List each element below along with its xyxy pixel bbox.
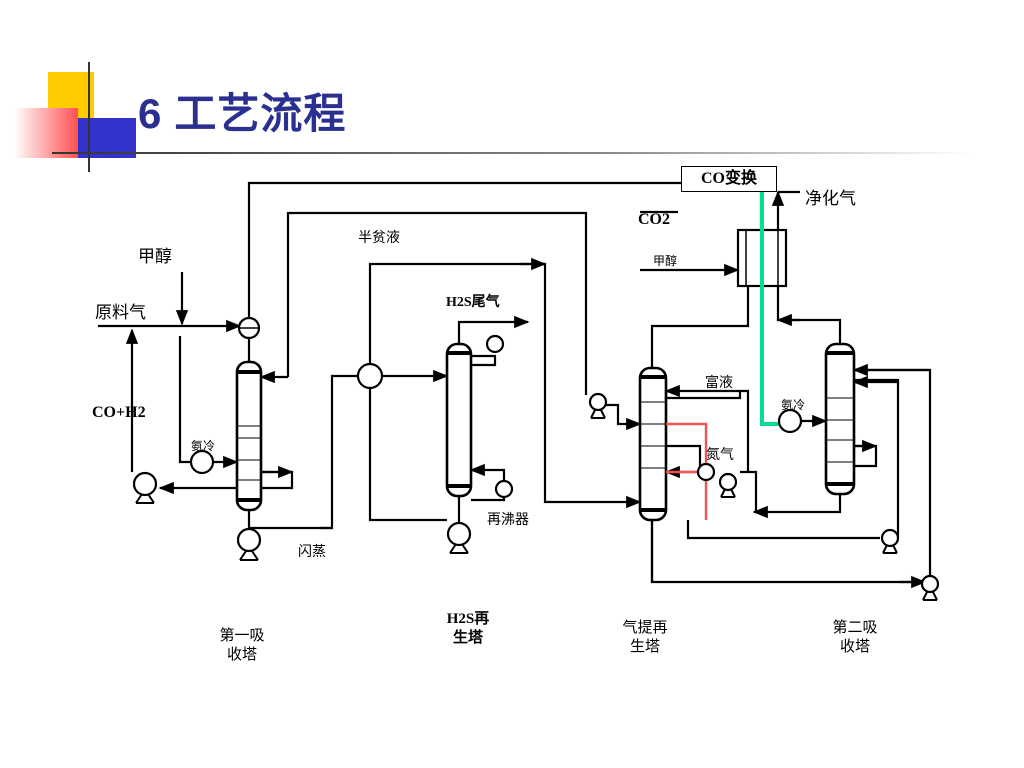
label-feed-gas: 原料气 [95, 303, 146, 323]
h2s-condenser [485, 334, 505, 354]
ammonia-cooler-2 [777, 408, 803, 434]
red-nitrogen-line [666, 422, 708, 520]
pump-nitrogen [718, 472, 738, 498]
label-co2: CO2 [638, 211, 670, 228]
caption-absorber-2: 第二吸 收塔 [832, 618, 878, 655]
pump-absorber2-a [880, 528, 900, 554]
process-lines [98, 181, 932, 589]
label-co-h2: CO+H2 [92, 404, 146, 421]
pump-absorber1 [236, 527, 262, 561]
deco-red-block [14, 108, 78, 158]
reboiler-circle [494, 479, 514, 499]
label-nitrogen: 氮气 [706, 447, 734, 463]
flash-vessel [356, 362, 384, 390]
ammonia-cooler-1 [189, 449, 215, 475]
pumps [132, 392, 940, 601]
caption-h2s-regen: H2S再 生塔 [446, 611, 490, 646]
label-semi-lean: 半贫液 [358, 230, 400, 246]
label-purified-gas: 净化气 [805, 189, 856, 209]
green-gas-line [760, 190, 786, 426]
co-shift-box: CO变换 [681, 166, 777, 192]
label-ammonia-cool-1: 氨冷 [191, 439, 216, 453]
pump-h2s [446, 521, 472, 554]
caption-stripper: 气提再 生塔 [622, 618, 668, 655]
caption-absorber-1: 第一吸 收塔 [219, 626, 265, 663]
pump-feed [132, 471, 158, 504]
deco-vline [88, 62, 90, 172]
label-methanol-small: 甲醇 [653, 254, 678, 268]
absorber-1-column [235, 360, 263, 512]
h2s-regenerator-column [445, 342, 473, 498]
label-methanol: 甲醇 [138, 247, 172, 267]
deco-hline [52, 152, 972, 154]
title-text: 工艺流程 [174, 89, 347, 138]
label-ammonia-cool-2: 氨冷 [781, 398, 806, 412]
label-h2s-tail: H2S尾气 [446, 295, 500, 310]
label-flash: 闪蒸 [298, 544, 326, 560]
label-rich-liquid: 富液 [705, 375, 733, 391]
equipment [189, 316, 803, 499]
absorber-2-column [824, 342, 856, 496]
nitrogen-valve [696, 462, 716, 482]
pump-semi-lean [588, 392, 608, 419]
deco-blue-block [78, 118, 136, 158]
stripper-column [638, 366, 668, 522]
pump-absorber2-b [920, 574, 940, 601]
title-number: 6 [138, 90, 163, 137]
label-reboiler: 再沸器 [487, 512, 529, 528]
